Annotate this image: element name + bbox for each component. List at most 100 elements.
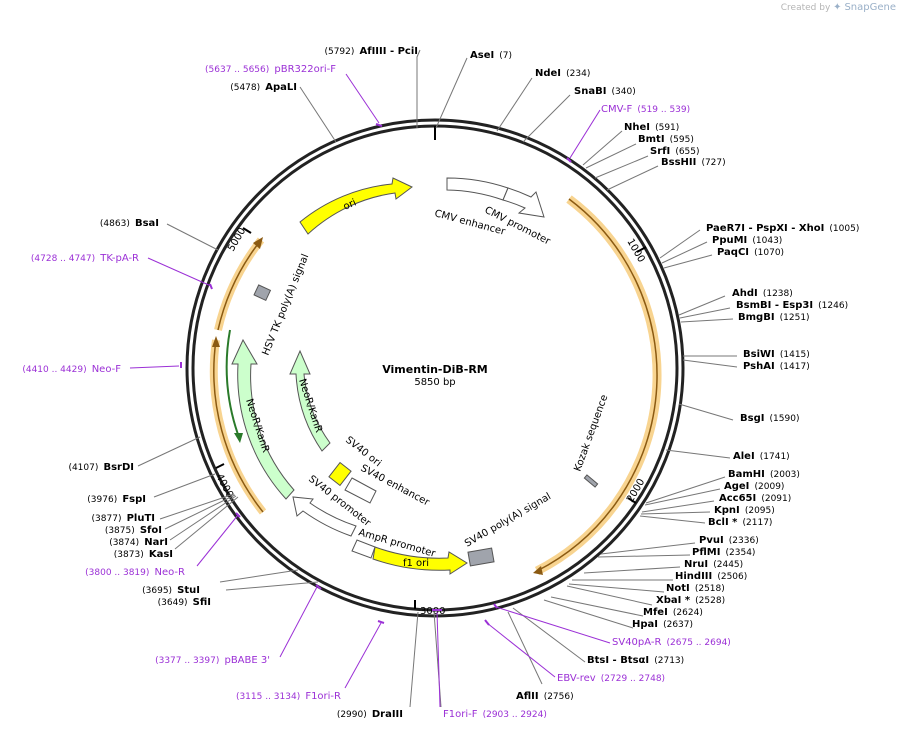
feature-f1-ori[interactable] bbox=[372, 546, 468, 575]
primer-name: pBR322ori-F bbox=[274, 64, 336, 75]
tick-5000-mark bbox=[242, 227, 252, 234]
enzyme-pos: (340) bbox=[612, 87, 636, 97]
plasmid-length: 5850 bp bbox=[414, 377, 455, 388]
neo-orf-arc[interactable] bbox=[225, 329, 241, 441]
enzyme-name: Acc65I bbox=[719, 493, 756, 504]
enzyme-pos: (5478) bbox=[230, 83, 260, 93]
enzyme-pos: (1417) bbox=[780, 362, 810, 372]
enzyme-pos: (2528) bbox=[695, 596, 725, 606]
svg-text:EBV-rev (2729 .. 2748): EBV-rev (2729 .. 2748) bbox=[557, 666, 665, 685]
svg-text:AgeI (2009): AgeI (2009) bbox=[724, 474, 784, 493]
enzyme-name: DraIII bbox=[372, 709, 403, 720]
enzyme-name: BsgI bbox=[740, 413, 764, 424]
svg-text:(3874) NarI: (3874) NarI bbox=[109, 530, 168, 549]
svg-text:BmtI (595): BmtI (595) bbox=[638, 127, 694, 146]
svg-text:NheI (591): NheI (591) bbox=[624, 115, 679, 134]
svg-text:(3976) FspI: (3976) FspI bbox=[87, 487, 146, 506]
enzyme-labels: (5792) AfIIII - PciI AseI (7) NdeI (234)… bbox=[68, 46, 859, 720]
svg-text:(3877) PluTI: (3877) PluTI bbox=[92, 506, 155, 525]
enzyme-name: BtsI - BtsαI bbox=[587, 655, 649, 666]
feature-sv40-polya[interactable] bbox=[467, 547, 495, 567]
feature-cmv-enhancer[interactable] bbox=[446, 177, 509, 201]
primer-labels: (5637 .. 5656) pBR322ori-F CMV-F (519 ..… bbox=[22, 57, 731, 720]
enzyme-name: ApaLI bbox=[265, 82, 297, 93]
enzyme-name: BmgBI bbox=[738, 312, 775, 323]
enzyme-pos: (655) bbox=[675, 147, 699, 157]
orf-left-upper-arc[interactable] bbox=[217, 239, 262, 331]
enzyme-name: FspI bbox=[122, 494, 146, 505]
orf-left-lower-arc[interactable] bbox=[213, 339, 264, 513]
orf-right-arc[interactable] bbox=[536, 198, 658, 572]
feature-sv40-ori[interactable] bbox=[328, 461, 352, 487]
enzyme-pos: (1246) bbox=[818, 301, 848, 311]
enzyme-pos: (1590) bbox=[770, 414, 800, 424]
orf-left-upper-halo bbox=[214, 237, 265, 331]
enzyme-pos: (1741) bbox=[760, 452, 790, 462]
svg-text:BssHII (727): BssHII (727) bbox=[661, 150, 726, 169]
enzyme-pos: (2117) bbox=[743, 518, 773, 528]
enzyme-pos: (2003) bbox=[770, 470, 800, 480]
enzyme-pos: (3873) bbox=[114, 550, 144, 560]
primer-name: Neo-F bbox=[92, 364, 122, 375]
svg-text:PpuMI (1043): PpuMI (1043) bbox=[712, 228, 782, 247]
feature-kozak[interactable] bbox=[583, 474, 599, 488]
svg-text:NdeI (234): NdeI (234) bbox=[535, 61, 590, 80]
feature-sv40-promoter[interactable] bbox=[292, 496, 357, 537]
feature-neokanr-inner[interactable] bbox=[289, 349, 331, 452]
feature-ampr-promoter[interactable] bbox=[351, 539, 376, 559]
enzyme-name: BsaI bbox=[135, 218, 159, 229]
svg-text:CMV-F (519 .. 539): CMV-F (519 .. 539) bbox=[601, 97, 690, 116]
enzyme-pos: (2091) bbox=[761, 494, 791, 504]
svg-text:BsmBI - Esp3I (1246): BsmBI - Esp3I (1246) bbox=[736, 293, 848, 312]
svg-text:PvuI (2336): PvuI (2336) bbox=[699, 528, 759, 547]
svg-text:PflMI (2354): PflMI (2354) bbox=[692, 540, 755, 559]
svg-text:PshAI (1417): PshAI (1417) bbox=[743, 354, 810, 373]
enzyme-name: PpuMI bbox=[712, 235, 747, 246]
primer-name: CMV-F bbox=[601, 104, 632, 115]
enzyme-pos: (595) bbox=[670, 135, 694, 145]
tick-1000-mark bbox=[636, 246, 647, 253]
backbone-outer-ring bbox=[185, 118, 685, 618]
plasmid-name: Vimentin-DiB-RM bbox=[382, 363, 488, 376]
feature-cmv-promoter[interactable] bbox=[502, 187, 545, 218]
enzyme-name: BamHI bbox=[728, 469, 765, 480]
enzyme-pos: (2009) bbox=[755, 482, 785, 492]
enzyme-pos: (4107) bbox=[68, 463, 98, 473]
feature-neokanr-outer[interactable] bbox=[231, 338, 295, 500]
enzyme-pos: (3874) bbox=[109, 538, 139, 548]
enzyme-pos: (2518) bbox=[695, 584, 725, 594]
primer-range: (5637 .. 5656) bbox=[205, 65, 269, 75]
enzyme-name: BsrDI bbox=[103, 462, 134, 473]
svg-text:NruI (2445): NruI (2445) bbox=[684, 552, 743, 571]
enzyme-name: HindIII bbox=[675, 571, 712, 582]
feature-sv40-enhancer[interactable] bbox=[344, 477, 377, 504]
orf-left-upper-arrowhead bbox=[253, 237, 263, 249]
svg-text:(5637 .. 5656) pBR322ori-F: (5637 .. 5656) pBR322ori-F bbox=[205, 57, 336, 76]
svg-text:(3695) StuI: (3695) StuI bbox=[142, 578, 200, 597]
enzyme-name: AleI bbox=[733, 451, 755, 462]
svg-text:(3875) SfoI: (3875) SfoI bbox=[105, 518, 162, 537]
enzyme-name: NruI bbox=[684, 559, 708, 570]
primer-range: (2729 .. 2748) bbox=[601, 674, 665, 684]
enzyme-pos: (2713) bbox=[654, 656, 684, 666]
primer-name: F1ori-R bbox=[305, 691, 341, 702]
primer-range: (519 .. 539) bbox=[637, 105, 690, 115]
svg-text:MfeI (2624): MfeI (2624) bbox=[643, 600, 703, 619]
svg-text:HpaI (2637): HpaI (2637) bbox=[632, 612, 693, 631]
primer-range: (4410 .. 4429) bbox=[22, 365, 86, 375]
svg-text:PaqCI (1070): PaqCI (1070) bbox=[717, 240, 784, 259]
neo-orf-arrowhead bbox=[234, 433, 243, 443]
enzyme-name: AhdI bbox=[732, 288, 758, 299]
svg-text:BtsI - BtsαI (2713): BtsI - BtsαI (2713) bbox=[587, 648, 684, 667]
tick-3000-label: 3000 bbox=[420, 606, 445, 617]
svg-text:(5478) ApaLI: (5478) ApaLI bbox=[230, 75, 297, 94]
enzyme-pos: (3976) bbox=[87, 495, 117, 505]
feature-ori[interactable] bbox=[299, 177, 413, 235]
feature-hsv-tk-polya[interactable] bbox=[253, 284, 272, 302]
primer-name: Neo-R bbox=[155, 567, 186, 578]
enzyme-pos: (3695) bbox=[142, 586, 172, 596]
svg-text:BsiWI (1415): BsiWI (1415) bbox=[743, 342, 810, 361]
orf-left-lower-arrowhead bbox=[212, 336, 220, 347]
enzyme-pos: (2990) bbox=[337, 710, 367, 720]
svg-text:(4728 .. 4747) TK-pA-R: (4728 .. 4747) TK-pA-R bbox=[31, 246, 139, 265]
